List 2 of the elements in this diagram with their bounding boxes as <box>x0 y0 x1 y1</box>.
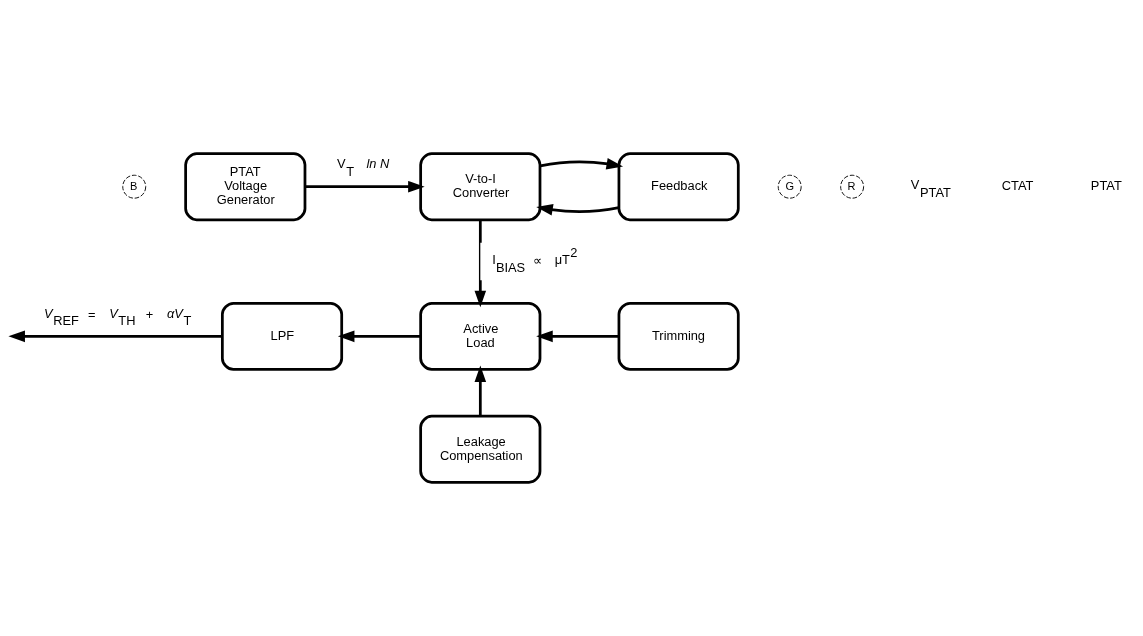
label: PTAT <box>1090 178 1122 194</box>
label: CTAT <box>1001 178 1034 194</box>
